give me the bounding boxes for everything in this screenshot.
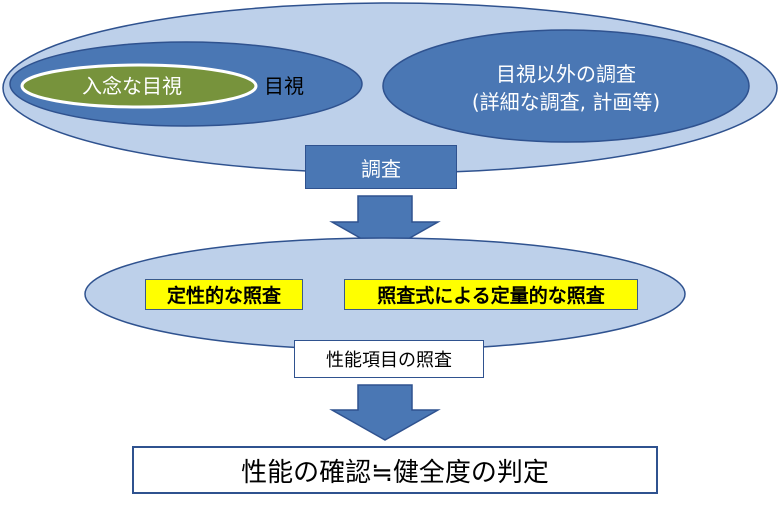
survey-box: 調査	[305, 145, 457, 189]
final-judgment-box: 性能の確認≒健全度の判定	[132, 446, 658, 494]
other-survey-line2: (詳細な調査, 計画等)	[471, 90, 661, 114]
careful-visual-label: 入念な目視	[82, 74, 182, 98]
down-arrow-2	[329, 384, 441, 441]
performance-check-box: 性能項目の照査	[294, 340, 484, 378]
visual-label: 目視	[264, 74, 304, 98]
quantitative-check-box: 照査式による定量的な照査	[344, 279, 638, 310]
down-arrow-1	[329, 195, 441, 253]
other-survey-line1: 目視以外の調査	[496, 62, 636, 86]
qualitative-check-box: 定性的な照査	[145, 279, 303, 310]
careful-visual-ellipse	[20, 63, 258, 109]
other-survey-ellipse	[382, 29, 750, 143]
